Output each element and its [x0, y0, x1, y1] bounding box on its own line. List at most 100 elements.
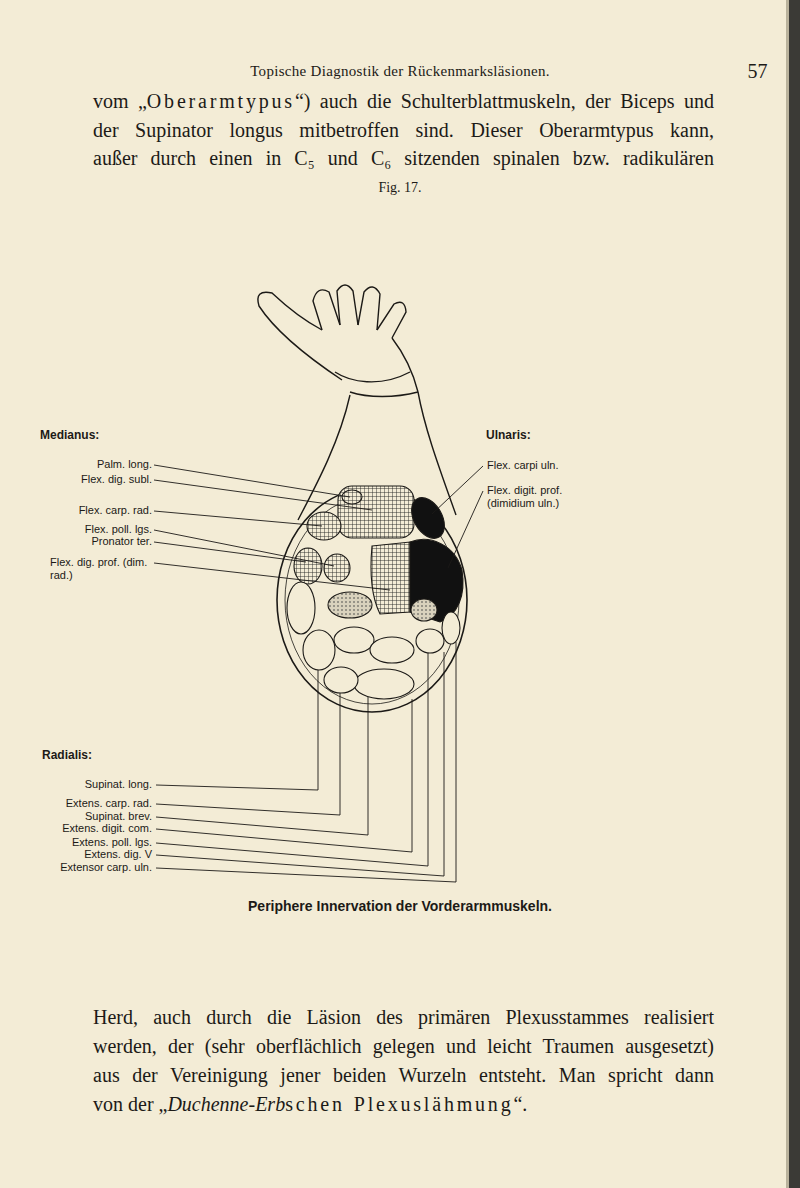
drawing-part — [334, 627, 374, 653]
drawing-part — [335, 372, 410, 382]
ulnar-muscles — [405, 492, 463, 622]
drawing-part — [350, 392, 418, 397]
muscle-name: Extensor carp. uln. — [60, 861, 152, 873]
drawing-part — [342, 490, 362, 504]
muscle-label: Extens. digit. com. — [62, 822, 152, 835]
muscle-label: Extens. dig. V — [84, 848, 152, 861]
body-text: vom „ — [93, 90, 147, 112]
body-text: “. — [513, 1093, 527, 1115]
text-line: vom „Oberarmtypus“) auch die Schulterbla… — [93, 89, 714, 113]
muscle-name: Extens. carp. rad. — [66, 797, 152, 809]
drawing-part — [411, 599, 437, 621]
drawing-part — [154, 563, 390, 590]
muscle-name: Supinat. brev. — [85, 810, 152, 822]
figure-caption: Periphere Innervation der Vorderarmmuske… — [0, 897, 800, 915]
nerve-name: Radialis: — [42, 748, 92, 762]
muscle-name: Flex. poll. lgs. — [85, 523, 152, 535]
text-line: der Supinator longus mitbetroffen sind. … — [93, 118, 714, 142]
muscle-name: Flex. dig. subl. — [81, 473, 152, 485]
drawing-part — [154, 465, 350, 497]
body-text: Duchenne-Erb — [167, 1093, 285, 1115]
muscle-name: Extens. digit. com. — [62, 822, 152, 834]
drawing-part — [448, 491, 483, 568]
nerve-name: Ulnaris: — [486, 428, 531, 442]
caption-text: Periphere Innervation der Vorderarmmuske… — [248, 898, 552, 914]
muscle-label: Supinat. brev. — [85, 810, 152, 823]
drawing-part — [324, 667, 358, 693]
radial-muscles — [287, 582, 460, 699]
muscle-name: Flex. carp. rad. — [79, 504, 152, 516]
drawing-part — [354, 669, 414, 699]
muscle-label: Flex. carp. rad. — [79, 504, 152, 517]
muscle-label: Pronator ter. — [91, 535, 152, 548]
text-line: von der „Duchenne-Erbschen Plexuslähmung“… — [93, 1092, 714, 1116]
page-number: 57 — [735, 61, 780, 81]
drawing-part — [371, 542, 410, 614]
drawing-part — [303, 630, 335, 670]
cross-section — [277, 486, 467, 712]
muscle-label: Extens. poll. lgs. — [72, 836, 152, 849]
muscle-label: Flex. poll. lgs. — [85, 523, 152, 536]
muscle-label: Supinat. long. — [85, 778, 152, 791]
text-line: Herd, auch durch die Läsion des primären… — [93, 1005, 714, 1029]
drawing-part — [258, 292, 342, 380]
binding-shadow — [786, 0, 789, 1188]
text-line: aus der Vereinigung jener beiden Wurzeln… — [93, 1063, 714, 1087]
muscle-label: Flex. digit. prof. (dimidium uln.) — [487, 484, 607, 510]
nerve-heading: Medianus: — [40, 428, 99, 442]
running-head-text: Topische Diagnostik der Rückenmarksläsio… — [250, 63, 550, 79]
bones — [328, 592, 437, 621]
drawing-part — [405, 492, 451, 544]
body-text: außer durch einen in C₅ und C₆ sitzenden… — [93, 147, 714, 169]
drawing-part — [324, 554, 350, 582]
nerve-heading: Radialis: — [42, 748, 92, 762]
text-line: außer durch einen in C₅ und C₆ sitzenden… — [93, 146, 714, 170]
drawing-part — [392, 338, 418, 392]
muscle-name: Flex. carpi uln. — [487, 459, 559, 471]
drawing-part — [156, 653, 428, 866]
drawing-part — [294, 548, 322, 584]
hand-outline — [258, 285, 418, 397]
body-text: Herd, auch durch die Läsion des primären… — [93, 1006, 714, 1028]
leader-lines — [154, 465, 483, 882]
muscle-label: Palm. long. — [97, 458, 152, 471]
nerve-heading: Ulnaris: — [486, 428, 531, 442]
drawing-part — [307, 512, 341, 540]
drawing-part — [156, 693, 340, 815]
muscle-name: Extens. poll. lgs. — [72, 836, 152, 848]
drawing-part — [358, 287, 380, 330]
body-text: aus der Vereinigung jener beiden Wurzeln… — [93, 1064, 714, 1086]
muscle-name: Flex. digit. prof. (dimidium uln.) — [487, 484, 562, 509]
drawing-part — [442, 612, 460, 644]
drawing-part — [313, 290, 340, 330]
drawing-part — [416, 629, 444, 653]
drawing-part — [156, 697, 368, 835]
drawing-part — [287, 582, 315, 634]
body-text: von der „ — [93, 1093, 167, 1115]
figure-number: Fig. 17. — [0, 178, 800, 196]
drawing-part — [154, 530, 334, 566]
muscle-name: Palm. long. — [97, 458, 152, 470]
drawing-part — [156, 642, 456, 882]
muscle-label: Flex. carpi uln. — [487, 459, 559, 472]
muscle-name: Flex. dig. prof. (dim. rad.) — [50, 556, 147, 581]
nerve-name: Medianus: — [40, 428, 99, 442]
body-text: werden, der (sehr oberflächlich gelegen … — [93, 1035, 714, 1057]
drawing-part — [156, 699, 412, 852]
body-text: “) auch die Schulterblattmuskeln, der Bi… — [295, 90, 714, 112]
body-text: Plexuslähmung — [354, 1093, 514, 1115]
text-line: werden, der (sehr oberflächlich gelegen … — [93, 1034, 714, 1058]
drawing-part — [156, 670, 318, 790]
drawing-part — [337, 285, 358, 325]
drawing-part — [328, 592, 372, 618]
muscle-name: Extens. dig. V — [84, 848, 152, 860]
drawing-part — [377, 302, 406, 338]
body-text: der Supinator longus mitbetroffen sind. … — [93, 119, 714, 141]
muscle-name: Pronator ter. — [91, 535, 152, 547]
body-text: schen — [285, 1093, 345, 1115]
drawing-part — [370, 637, 414, 663]
drawing-part — [154, 511, 322, 526]
drawing-part — [156, 652, 444, 876]
figure-number-text: Fig. 17. — [378, 180, 421, 195]
muscle-label: Extens. carp. rad. — [66, 797, 152, 810]
